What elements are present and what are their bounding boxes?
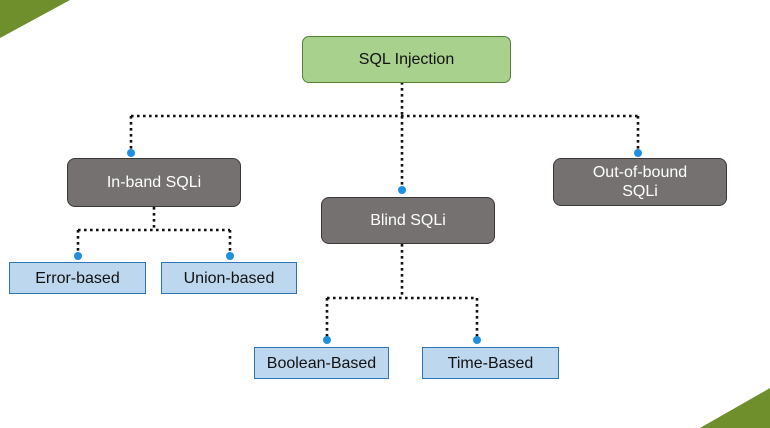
corner-accent-top-left xyxy=(0,0,70,38)
technique-node-label: Error-based xyxy=(35,269,120,287)
technique-node-label: Union-based xyxy=(183,269,275,287)
category-node-out-of-bound: Out-of-bound SQLi xyxy=(553,158,727,206)
category-node-blind: Blind SQLi xyxy=(321,197,495,244)
root-node-sql-injection: SQL Injection xyxy=(302,36,511,83)
technique-node-label: Boolean-Based xyxy=(266,354,377,372)
category-node-in-band: In-band SQLi xyxy=(67,158,241,207)
endpoint-dot-union-based xyxy=(226,252,234,260)
category-node-label: In-band SQLi xyxy=(106,174,202,191)
corner-accent-bottom-right xyxy=(700,388,770,428)
technique-node-time-based: Time-Based xyxy=(422,347,559,379)
endpoint-dot-out-of-bound xyxy=(634,149,642,157)
technique-node-error-based: Error-based xyxy=(9,262,146,294)
endpoint-dot-in-band xyxy=(127,149,135,157)
technique-node-union-based: Union-based xyxy=(161,262,297,294)
technique-node-label: Time-Based xyxy=(447,354,534,372)
category-node-label: Out-of-bound SQLi xyxy=(592,164,688,200)
endpoint-dot-error-based xyxy=(74,252,82,260)
endpoint-dot-blind xyxy=(398,186,406,194)
endpoint-dot-boolean-based xyxy=(323,336,331,344)
category-node-label: Blind SQLi xyxy=(370,212,446,229)
endpoint-dot-time-based xyxy=(473,336,481,344)
technique-node-boolean-based: Boolean-Based xyxy=(254,347,389,379)
root-node-label: SQL Injection xyxy=(358,51,455,68)
